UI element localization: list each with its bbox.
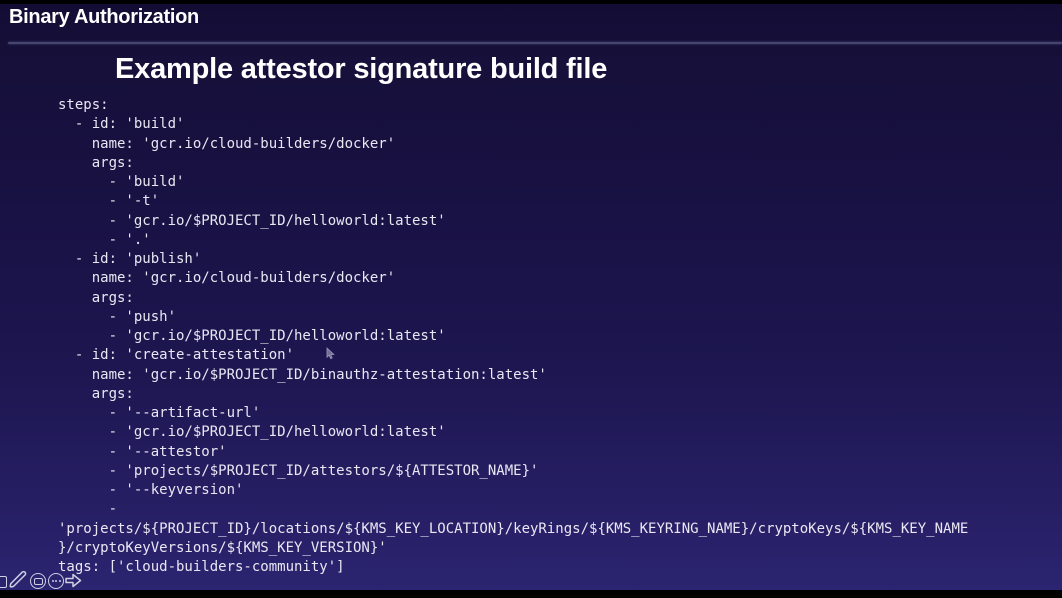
ellipsis-glyph (51, 580, 61, 582)
slide-title: Example attestor signature build file (115, 53, 608, 85)
slide-header-title: Binary Authorization (9, 6, 199, 28)
more-options-icon[interactable] (48, 573, 64, 589)
annotation-toolbar (0, 570, 110, 590)
header-divider (8, 42, 1062, 44)
edit-square-icon[interactable] (0, 576, 7, 588)
pencil-icon[interactable] (8, 570, 30, 590)
laser-pointer-glyph (33, 577, 43, 585)
next-slide-icon[interactable] (64, 571, 83, 590)
build-file-code: steps: - id: 'build' name: 'gcr.io/cloud… (58, 97, 969, 575)
laser-pointer-icon[interactable] (30, 573, 46, 589)
top-letterbox-bar (0, 0, 1062, 4)
mouse-cursor-icon (326, 347, 335, 360)
slide: Binary Authorization Example attestor si… (0, 4, 1062, 590)
bottom-letterbox-bar (0, 590, 1062, 598)
